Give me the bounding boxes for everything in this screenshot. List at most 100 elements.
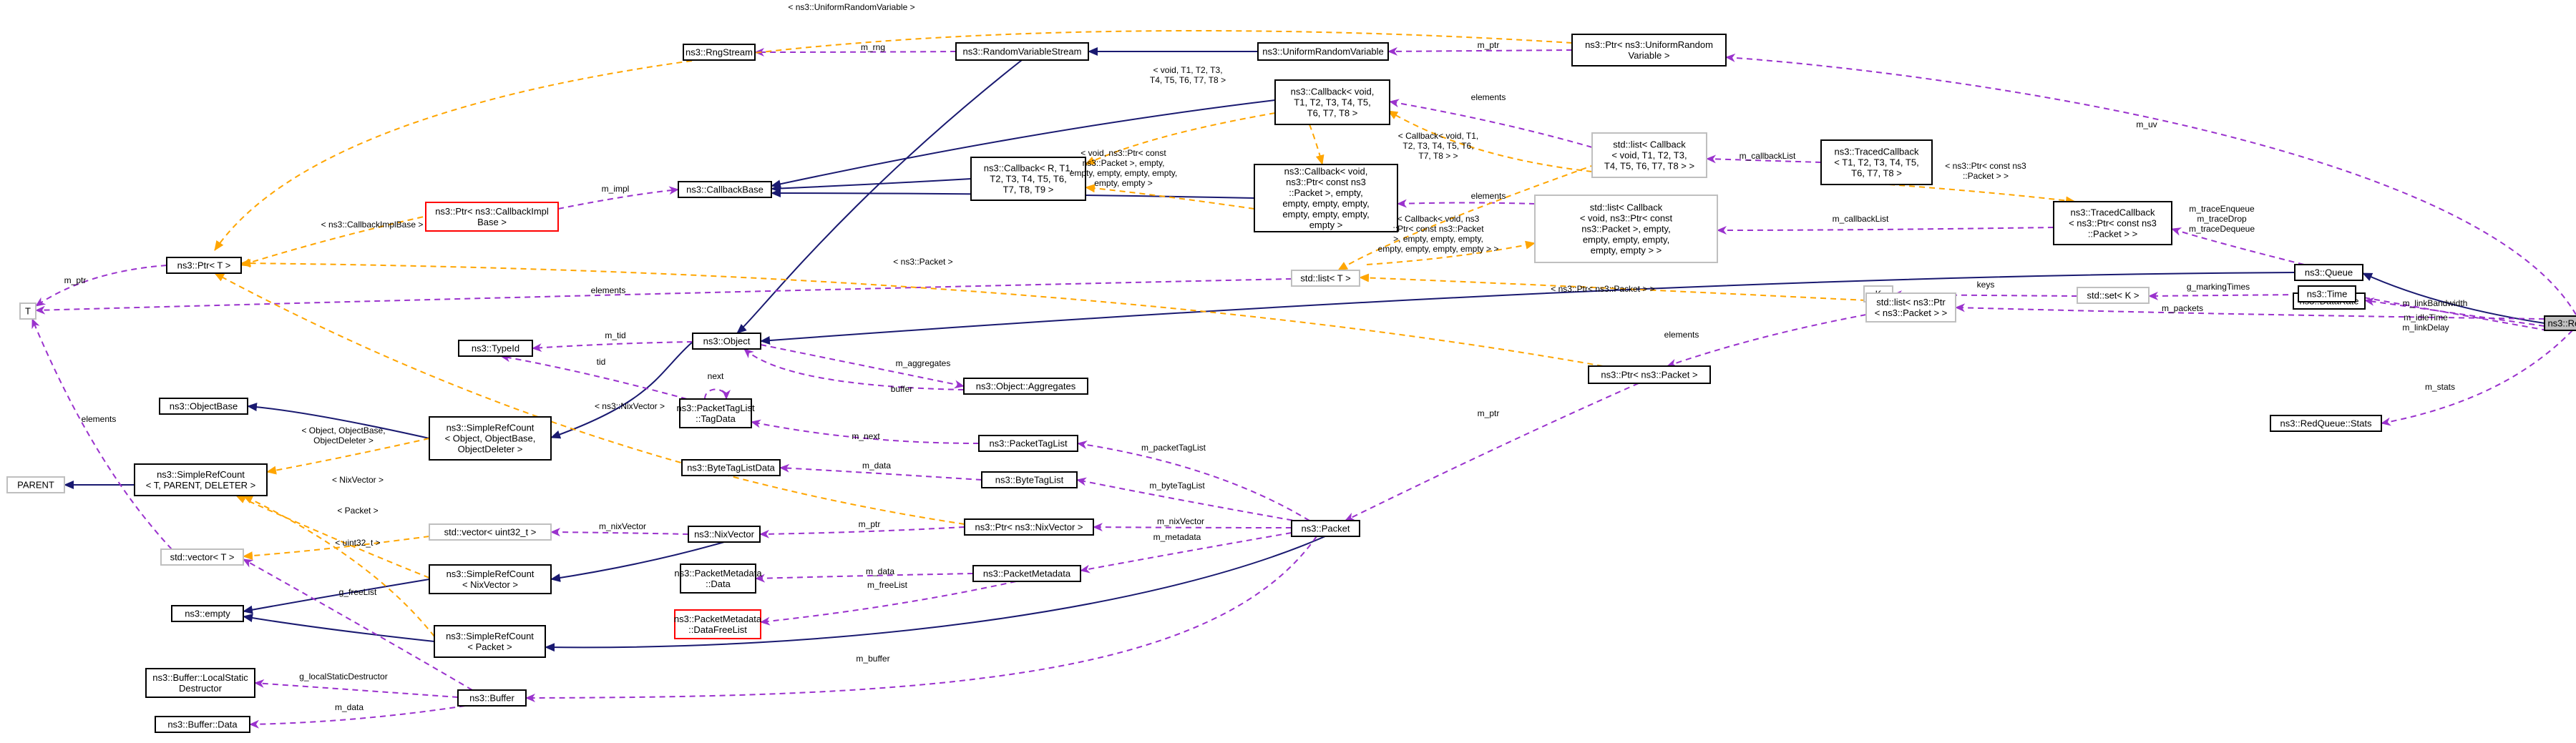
- edge-label: T4, T5, T6, T7, T8 >: [1150, 75, 1226, 85]
- node-btld[interactable]: ns3::ByteTagListData: [681, 459, 781, 476]
- node-list-cb1[interactable]: std::list< Callback< void, T1, T2, T3,T4…: [1591, 132, 1707, 178]
- node-object[interactable]: ns3::Object: [692, 333, 761, 350]
- node-cb-pkt[interactable]: ns3::Callback< void,ns3::Ptr< const ns3:…: [1254, 164, 1398, 232]
- edge-templ-src-tpd-to-src-nix: [235, 495, 430, 579]
- node-aggregates[interactable]: ns3::Object::Aggregates: [963, 378, 1088, 395]
- node-label: ::Packet > >: [2088, 229, 2137, 240]
- node-label: empty, empty > >: [1591, 245, 1662, 256]
- node-pm-data[interactable]: ns3::PacketMetadata::Data: [674, 564, 762, 594]
- edge-label: < Packet >: [337, 506, 378, 516]
- edge-label: elements: [591, 285, 626, 295]
- node-label: ns3::Packet >, empty,: [1581, 224, 1670, 235]
- edge-label: elements: [1664, 330, 1699, 340]
- edge-label: >, empty, empty, empty,: [1393, 234, 1483, 244]
- node-box: [970, 157, 1086, 201]
- node-setk[interactable]: std::set< K >: [2077, 287, 2150, 304]
- node-label: < void, ns3::Ptr< const: [1580, 213, 1673, 224]
- node-box: [425, 202, 559, 232]
- node-label: Destructor: [179, 683, 223, 694]
- edge-label: m_idleTime: [2404, 313, 2448, 323]
- node-cbbase[interactable]: ns3::CallbackBase: [678, 181, 772, 198]
- node-label: std::list< Callback: [1590, 202, 1663, 213]
- node-nixvector[interactable]: ns3::NixVector: [688, 526, 761, 543]
- node-ptr-urv[interactable]: ns3::Ptr< ns3::UniformRandomVariable >: [1571, 34, 1727, 67]
- edge-templ-cb-void-to-cb-r: [1085, 112, 1276, 165]
- node-box: [2270, 415, 2382, 432]
- node-empty[interactable]: ns3::empty: [171, 605, 244, 622]
- edge-label: m_packetTagList: [1141, 443, 1206, 453]
- node-src-tpd[interactable]: ns3::SimpleRefCount< T, PARENT, DELETER …: [134, 463, 268, 496]
- node-ptr-nixv[interactable]: ns3::Ptr< ns3::NixVector >: [964, 518, 1094, 536]
- node-stats[interactable]: ns3::RedQueue::Stats: [2270, 415, 2382, 432]
- edge-inherit-cb-r-to-cbbase: [771, 178, 972, 193]
- node-list-t[interactable]: std::list< T >: [1291, 270, 1360, 287]
- node-ptr-cbimpl[interactable]: ns3::Ptr< ns3::CallbackImplBase >: [425, 202, 559, 232]
- node-cb-void[interactable]: ns3::Callback< void,T1, T2, T3, T4, T5,T…: [1274, 79, 1390, 125]
- node-label: ns3::Callback< void,: [1291, 87, 1375, 97]
- edge-label: m_buffer: [856, 654, 889, 664]
- node-ptl-tagdata[interactable]: ns3::PacketTagList::TagData: [676, 398, 755, 428]
- edge-templ-src-tpd-to-src-obj: [266, 438, 430, 475]
- node-typeid[interactable]: ns3::TypeId: [458, 340, 533, 357]
- node-box: [1588, 365, 1711, 384]
- node-box: [978, 435, 1078, 452]
- node-packet[interactable]: ns3::Packet: [1291, 520, 1360, 537]
- node-tc-pkt[interactable]: ns3::TracedCallback< ns3::Ptr< const ns3…: [2053, 201, 2172, 245]
- node-tc[interactable]: ns3::TracedCallback< T1, T2, T3, T4, T5,…: [1820, 139, 1933, 185]
- node-box: [1571, 34, 1727, 67]
- node-vec-u32[interactable]: std::vector< uint32_t >: [429, 523, 552, 541]
- node-box: [429, 523, 552, 541]
- node-src-nix[interactable]: ns3::SimpleRefCount< NixVector >: [429, 564, 552, 594]
- edge-label: < uint32_t >: [335, 538, 380, 548]
- node-list-cb2[interactable]: std::list< Callback< void, ns3::Ptr< con…: [1534, 195, 1718, 263]
- edge-label: tid: [597, 357, 606, 367]
- node-rng[interactable]: ns3::RngStream: [683, 44, 756, 61]
- edge-label: < void, ns3::Ptr< const: [1080, 148, 1166, 158]
- node-rvs[interactable]: ns3::RandomVariableStream: [955, 42, 1089, 61]
- node-cb-r[interactable]: ns3::Callback< R, T1,T2, T3, T4, T5, T6,…: [970, 157, 1086, 201]
- node-label: ns3::Ptr< ns3::Packet >: [1601, 370, 1697, 380]
- node-label: ns3::Callback< R, T1,: [984, 163, 1073, 174]
- node-box: [145, 668, 255, 698]
- node-box: [1257, 42, 1389, 61]
- node-label: ns3::Ptr< ns3::NixVector >: [975, 522, 1083, 533]
- edge-label: elements: [1471, 191, 1506, 201]
- node-list-ptrpkt[interactable]: std::list< ns3::Ptr< ns3::Packet > >: [1865, 292, 1956, 323]
- edge-templ-src-tpd-to-src-pkt: [243, 495, 435, 637]
- edge-label: m_stats: [2425, 382, 2455, 392]
- node-buf-data[interactable]: ns3::Buffer::Data: [155, 716, 250, 733]
- node-btl[interactable]: ns3::ByteTagList: [981, 471, 1078, 488]
- edge-templ-tc-to-tc-pkt: [1888, 184, 2076, 205]
- node-redqueue[interactable]: ns3::RedQueue: [2544, 315, 2576, 331]
- node-label: T: [25, 306, 31, 317]
- node-src-pkt[interactable]: ns3::SimpleRefCount< Packet >: [434, 625, 546, 658]
- node-box: [160, 548, 244, 566]
- node-pm-dfl[interactable]: ns3::PacketMetadata::DataFreeList: [674, 609, 762, 639]
- edge-label: empty, empty, empty, empty > >: [1378, 244, 1499, 254]
- edge-use-list-cb1-to-cb-void: [1389, 99, 1593, 148]
- node-pm[interactable]: ns3::PacketMetadata: [972, 565, 1081, 582]
- node-t[interactable]: T: [19, 302, 36, 320]
- edge-label: g_freeList: [339, 587, 377, 597]
- node-time[interactable]: ns3::Time: [2298, 285, 2356, 302]
- edge-label: ::Ptr< const ns3::Packet: [1392, 224, 1484, 234]
- node-label: std::vector< T >: [170, 552, 235, 563]
- node-box: [1591, 132, 1707, 178]
- node-parent[interactable]: PARENT: [6, 476, 65, 493]
- node-objectbase[interactable]: ns3::ObjectBase: [159, 398, 248, 415]
- node-ptr-pkt[interactable]: ns3::Ptr< ns3::Packet >: [1588, 365, 1711, 384]
- node-vec-t[interactable]: std::vector< T >: [160, 548, 244, 566]
- node-buffer[interactable]: ns3::Buffer: [457, 689, 527, 707]
- node-ptl[interactable]: ns3::PacketTagList: [978, 435, 1078, 452]
- node-queue[interactable]: ns3::Queue: [2294, 264, 2363, 281]
- node-urv[interactable]: ns3::UniformRandomVariable: [1257, 42, 1389, 61]
- edge-label: g_localStaticDestructor: [299, 671, 387, 682]
- node-label: ns3::TracedCallback: [2070, 207, 2155, 218]
- node-label: T2, T3, T4, T5, T6,: [990, 174, 1066, 184]
- node-label: ns3::empty: [185, 609, 230, 619]
- node-ptr-t[interactable]: ns3::Ptr< T >: [166, 257, 242, 274]
- node-src-obj[interactable]: ns3::SimpleRefCount< Object, ObjectBase,…: [429, 416, 552, 461]
- node-box: [134, 463, 268, 496]
- node-label: ns3::TracedCallback: [1834, 147, 1919, 157]
